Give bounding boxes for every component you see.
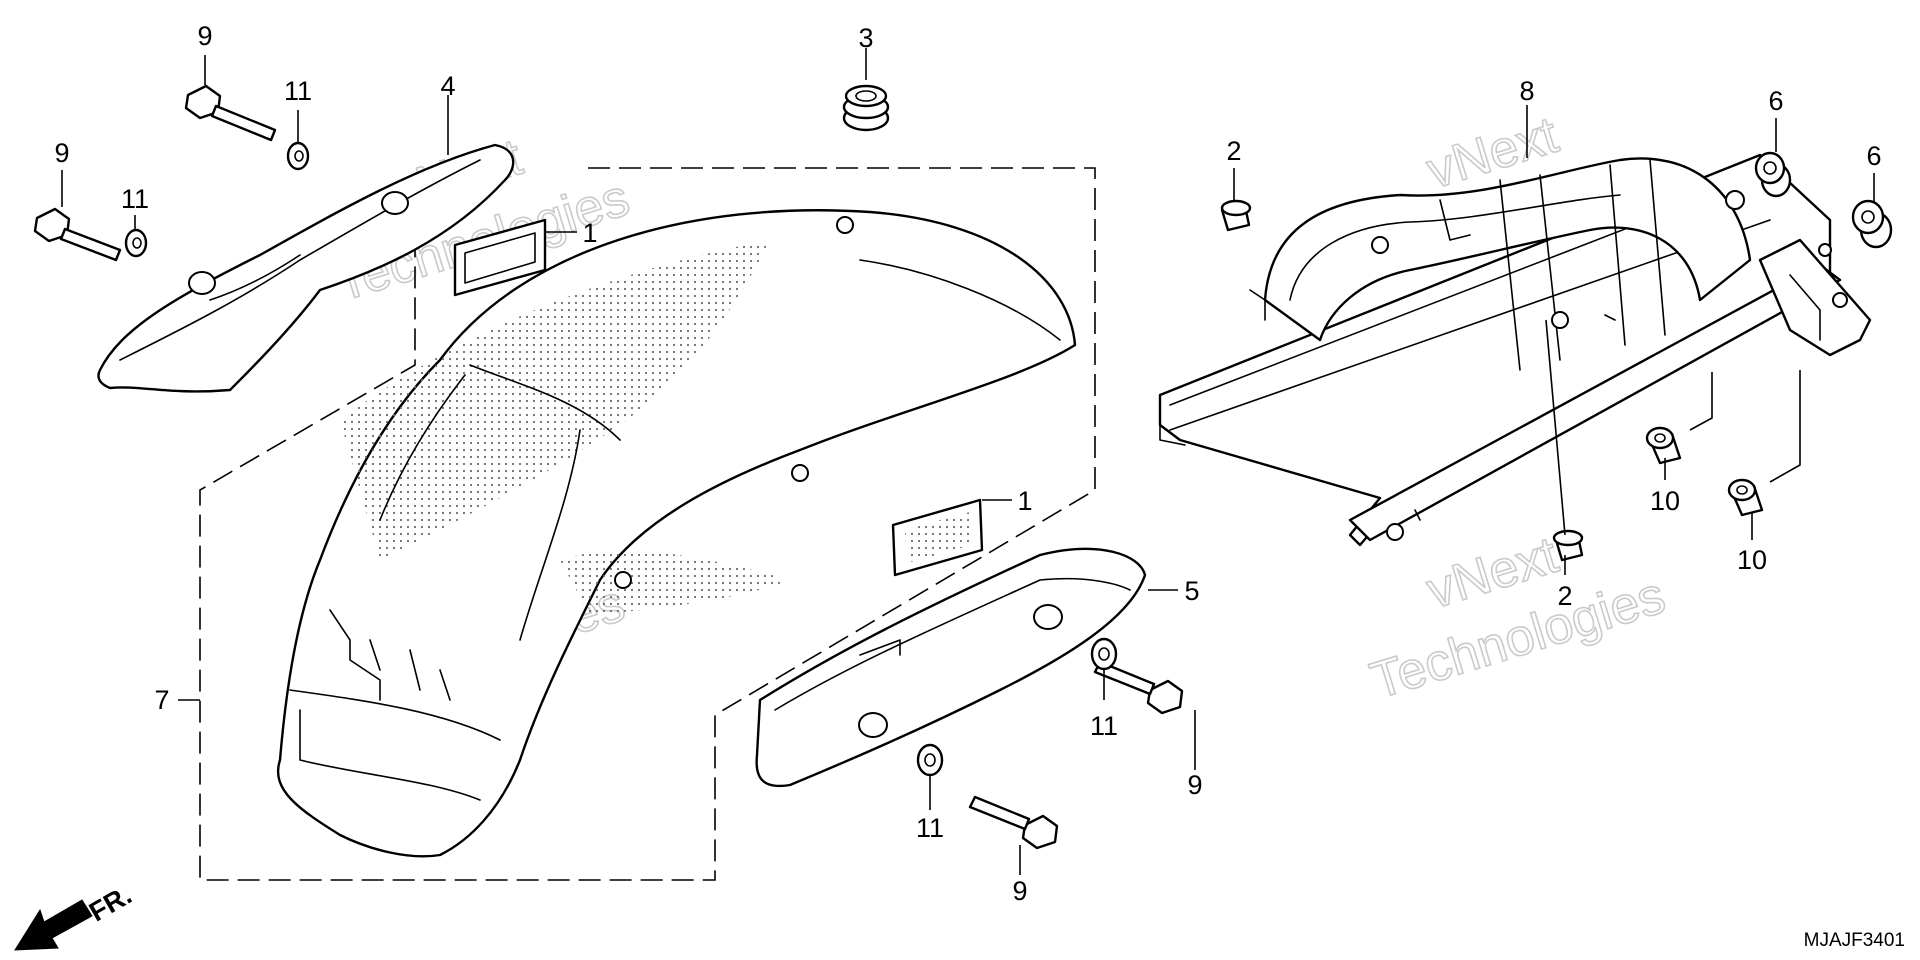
washer-center <box>1090 637 1118 700</box>
collar-2 <box>1727 370 1801 540</box>
diagram-part-code: MJAJF3401 <box>1804 930 1905 951</box>
callout-9-bottom: 9 <box>1012 876 1027 906</box>
garnish-right-hole-1 <box>858 712 888 738</box>
direction-label: FR. <box>84 880 137 928</box>
callout-11-left: 11 <box>121 184 149 214</box>
callout-2-bottom: 2 <box>1557 581 1572 611</box>
reflector-upper <box>453 218 577 297</box>
front-direction-indicator: FR. <box>14 880 137 951</box>
callout-10-right: 10 <box>1737 545 1767 575</box>
clip-bottom <box>1545 319 1584 575</box>
callout-5: 5 <box>1184 576 1199 606</box>
rear-fender-group-outline <box>199 167 1096 881</box>
clip-top <box>1220 168 1252 232</box>
washer-top <box>286 110 310 171</box>
callout-1-lower: 1 <box>1017 486 1032 516</box>
inner-fender-frame <box>1158 105 1872 547</box>
fender-hole-top <box>836 216 854 234</box>
rear-fender <box>277 209 1077 858</box>
callout-6-right: 6 <box>1866 141 1881 171</box>
reflector-lower <box>891 498 1012 577</box>
bolt-center <box>1093 660 1196 770</box>
callout-11-center: 11 <box>1090 711 1118 741</box>
callout-4: 4 <box>440 71 455 101</box>
grommet-right-1 <box>1754 118 1792 198</box>
garnish-right <box>755 547 1178 788</box>
garnish-left-hole-1 <box>188 271 216 295</box>
callout-9-left: 9 <box>54 138 69 168</box>
bolt-bottom <box>968 795 1059 875</box>
callout-3: 3 <box>858 23 873 53</box>
garnish-right-hole-2 <box>1033 604 1063 630</box>
callout-7: 7 <box>154 685 169 715</box>
grommet <box>842 48 890 132</box>
garnish-left-hole-2 <box>381 191 409 215</box>
washer-left <box>124 215 148 258</box>
grommet-right-2 <box>1851 173 1893 249</box>
callout-11-top: 11 <box>284 76 312 106</box>
callout-2-top: 2 <box>1226 136 1241 166</box>
callout-8: 8 <box>1519 76 1534 106</box>
fender-hole-side <box>791 464 809 482</box>
garnish-left <box>97 95 515 393</box>
bolt-left <box>33 170 122 262</box>
callout-6-left: 6 <box>1768 86 1783 116</box>
front-arrow-icon <box>14 899 93 951</box>
callout-9-top: 9 <box>197 21 212 51</box>
frame-hole <box>1371 236 1389 254</box>
callout-10-left: 10 <box>1650 486 1680 516</box>
collar-1 <box>1645 372 1713 480</box>
washer-bottom <box>916 743 944 810</box>
callout-1-upper: 1 <box>582 218 597 248</box>
bolt-top <box>184 55 277 142</box>
callout-9-center: 9 <box>1187 770 1202 800</box>
fender-hole-lower <box>614 571 632 589</box>
callout-11-bottom: 11 <box>916 813 944 843</box>
